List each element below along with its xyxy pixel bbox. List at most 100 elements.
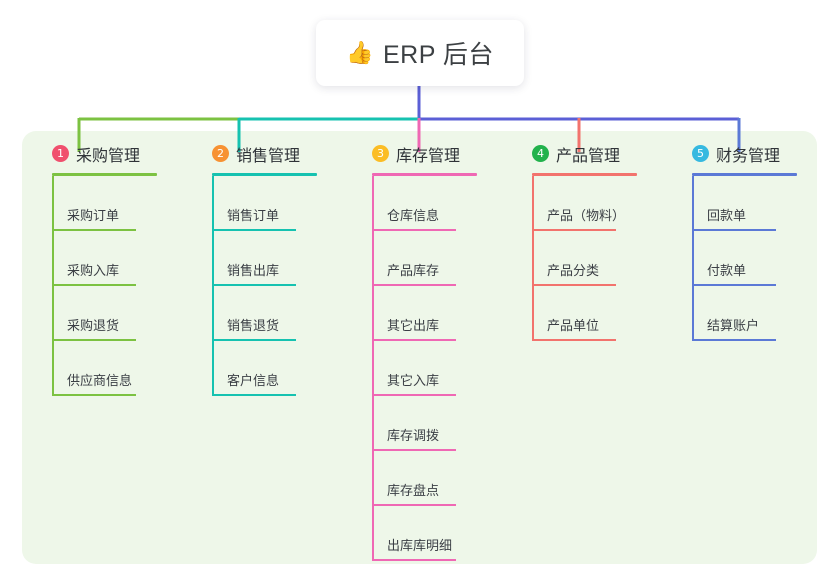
root-title-card[interactable]: 👍 ERP 后台 [316,20,524,86]
module-header[interactable]: 4 产品管理 [518,131,678,176]
module-item-label: 其它入库 [387,373,440,388]
module-title: 销售管理 [236,147,301,165]
module-item-label: 库存调拨 [387,428,440,443]
module-header[interactable]: 1 采购管理 [38,131,198,176]
thumbs-up-icon: 👍 [346,40,374,65]
module-header[interactable]: 3 库存管理 [358,131,518,176]
module-item[interactable]: 回款单 [678,176,838,231]
module-item-underline [372,449,456,451]
module-spine [52,176,54,396]
module-header-underline [692,173,797,176]
module-item-label: 销售退货 [227,318,280,333]
module-item[interactable]: 产品单位 [518,286,678,341]
module-item[interactable]: 出库库明细 [358,506,518,561]
module-item[interactable]: 仓库信息 [358,176,518,231]
module-number-badge: 3 [372,145,389,162]
module-item-list: 销售订单销售出库销售退货客户信息 [198,176,358,396]
module-columns: 1 采购管理采购订单采购入库采购退货供应商信息 2 销售管理销售订单销售出库销售退货客… [22,131,817,564]
module-item[interactable]: 库存盘点 [358,451,518,506]
module-item-underline [692,339,776,341]
module-item[interactable]: 结算账户 [678,286,838,341]
module-item[interactable]: 付款单 [678,231,838,286]
module-item-label: 付款单 [707,263,747,278]
module-title: 采购管理 [76,147,141,165]
module-item-label: 出库库明细 [387,538,453,553]
module-item[interactable]: 其它入库 [358,341,518,396]
module-item[interactable]: 销售出库 [198,231,358,286]
module-column: 1 采购管理采购订单采购入库采购退货供应商信息 [38,131,198,396]
module-header[interactable]: 2 销售管理 [198,131,358,176]
module-header[interactable]: 5 财务管理 [678,131,838,176]
module-item-underline [372,559,456,561]
module-number-badge: 4 [532,145,549,162]
module-item-label: 结算账户 [707,318,760,333]
module-item-label: 产品库存 [387,263,440,278]
module-item[interactable]: 其它出库 [358,286,518,341]
module-item-underline [532,339,616,341]
root-title-text: ERP 后台 [383,41,494,69]
module-spine [372,176,374,561]
root-title: 👍 ERP 后台 [346,35,494,71]
module-number-badge: 2 [212,145,229,162]
module-item[interactable]: 客户信息 [198,341,358,396]
module-item[interactable]: 采购退货 [38,286,198,341]
module-header-underline [212,173,317,176]
module-item-underline [212,339,296,341]
module-item[interactable]: 采购入库 [38,231,198,286]
module-item[interactable]: 采购订单 [38,176,198,231]
module-item-label: 客户信息 [227,373,280,388]
module-number-badge: 1 [52,145,69,162]
module-column: 3 库存管理仓库信息产品库存其它出库其它入库库存调拨库存盘点出库库明细 [358,131,518,561]
module-item-label: 销售出库 [227,263,280,278]
module-item-list: 仓库信息产品库存其它出库其它入库库存调拨库存盘点出库库明细 [358,176,518,561]
module-number-badge: 5 [692,145,709,162]
module-item-list: 采购订单采购入库采购退货供应商信息 [38,176,198,396]
module-item-label: 库存盘点 [387,483,440,498]
module-spine [532,176,534,341]
module-item-list: 产品（物料） 产品分类产品单位 [518,176,678,341]
module-item-label: 产品分类 [547,263,600,278]
module-item-label: 产品（物料） [547,208,626,223]
module-item-label: 采购入库 [67,263,120,278]
module-item-underline [532,284,616,286]
module-item-underline [212,229,296,231]
module-header-underline [532,173,637,176]
module-item-label: 回款单 [707,208,747,223]
module-item[interactable]: 库存调拨 [358,396,518,451]
module-item-label: 仓库信息 [387,208,440,223]
module-item-underline [52,339,136,341]
module-item-underline [532,229,616,231]
module-item-underline [692,284,776,286]
module-item-underline [52,394,136,396]
module-title: 产品管理 [556,147,621,165]
module-item-underline [372,504,456,506]
module-column: 2 销售管理销售订单销售出库销售退货客户信息 [198,131,358,396]
module-item-underline [372,394,456,396]
module-spine [692,176,694,341]
module-item[interactable]: 产品（物料） [518,176,678,231]
module-item-label: 供应商信息 [67,373,133,388]
module-item-underline [52,229,136,231]
module-header-underline [372,173,477,176]
module-item-label: 其它出库 [387,318,440,333]
module-item-underline [372,284,456,286]
module-item-label: 销售订单 [227,208,280,223]
module-item-underline [692,229,776,231]
module-item-underline [212,284,296,286]
module-item-list: 回款单付款单结算账户 [678,176,838,341]
module-item-underline [372,229,456,231]
module-item-label: 采购退货 [67,318,120,333]
module-column: 5 财务管理回款单付款单结算账户 [678,131,838,341]
module-item[interactable]: 销售订单 [198,176,358,231]
module-title: 财务管理 [716,147,781,165]
module-item[interactable]: 供应商信息 [38,341,198,396]
module-header-underline [52,173,157,176]
module-spine [212,176,214,396]
module-item[interactable]: 产品分类 [518,231,678,286]
module-title: 库存管理 [396,147,461,165]
modules-panel [22,131,817,564]
module-item[interactable]: 产品库存 [358,231,518,286]
module-column: 4 产品管理产品（物料） 产品分类产品单位 [518,131,678,341]
module-item[interactable]: 销售退货 [198,286,358,341]
